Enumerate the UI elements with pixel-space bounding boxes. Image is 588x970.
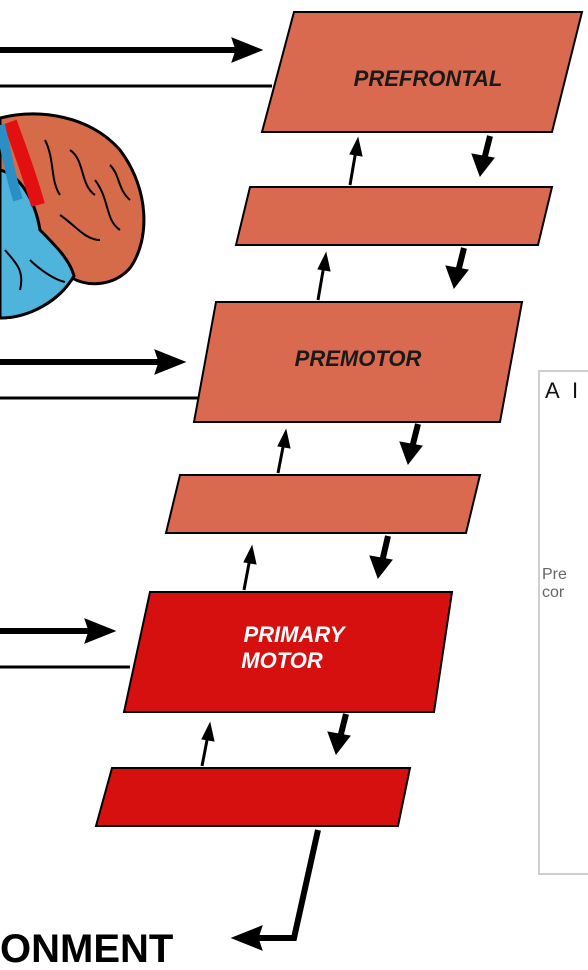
box-premotor	[192, 301, 524, 423]
inset-text: Pre cor	[542, 566, 567, 601]
label-primary: PRIMARY	[243, 622, 346, 647]
box-relay-1	[234, 186, 554, 246]
inset-label-a: A	[545, 378, 560, 403]
box-relay-2	[164, 474, 482, 534]
inset-panel	[538, 370, 588, 875]
label-motor: MOTOR	[241, 648, 323, 673]
input-arrows	[0, 37, 272, 669]
label-premotor: PREMOTOR	[295, 346, 422, 371]
box-prefrontal	[260, 11, 584, 133]
descending-arrows	[327, 135, 495, 756]
output-arrow	[230, 829, 321, 951]
environment-label: ONMENT	[0, 927, 173, 970]
box-relay-3	[94, 767, 412, 827]
ascending-arrows	[200, 136, 363, 767]
box-primary-motor	[122, 591, 454, 713]
label-prefrontal: PREFRONTAL	[354, 66, 503, 91]
inset-label-b: I	[572, 378, 579, 403]
brain-illustration	[0, 112, 146, 320]
